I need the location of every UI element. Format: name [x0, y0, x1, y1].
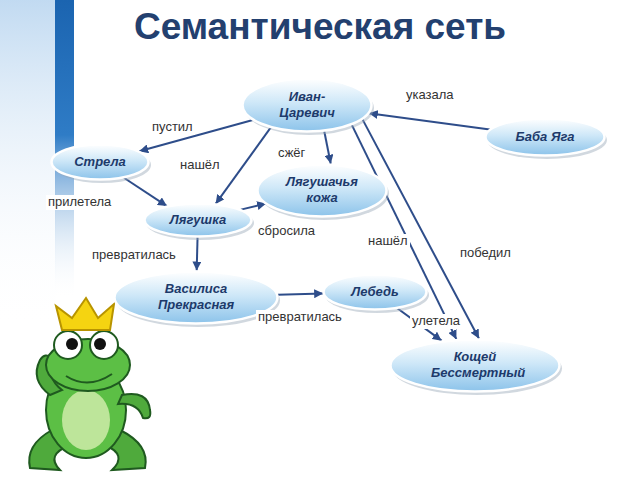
side-band — [0, 0, 56, 330]
relation-arrow — [139, 120, 253, 151]
frog-illustration — [29, 298, 150, 470]
node-label: Лягушка — [170, 212, 226, 228]
relation-arrow — [324, 131, 331, 164]
relation-label: улетела — [410, 314, 462, 329]
relation-label: нашёл — [366, 234, 410, 249]
relation-label: пустил — [150, 120, 195, 135]
relation-label: превратилась — [256, 310, 344, 325]
node-label: Иван-Царевич — [276, 89, 338, 120]
node-label: Стрела — [74, 154, 126, 170]
relation-label: сжёг — [276, 146, 307, 161]
concept-ellipse: Василиса Прекрасная — [113, 270, 279, 325]
concept-ellipse: Лягушачья кожа — [256, 163, 388, 218]
relation-label: прилетела — [46, 195, 113, 210]
relation-arrow — [241, 204, 266, 210]
node-label: Кощей Бессмертный — [431, 349, 519, 380]
concept-ellipse: Лягушка — [143, 202, 253, 238]
relation-arrow — [196, 237, 199, 271]
concept-ellipse: Лебедь — [322, 273, 428, 311]
relation-label: сбросила — [256, 224, 317, 239]
relation-label: нашёл — [178, 158, 222, 173]
relation-label: превратилась — [90, 248, 178, 263]
node-label: Лягушачья кожа — [281, 174, 363, 205]
node-label: Баба Яга — [516, 129, 575, 145]
node-label: Лебедь — [351, 284, 399, 300]
diagram-title: Семантическая сеть — [0, 6, 640, 48]
relation-arrow — [124, 178, 167, 206]
node-label: Василиса Прекрасная — [150, 281, 242, 312]
relation-label: указала — [404, 88, 456, 103]
concept-ellipse: Стрела — [50, 143, 150, 181]
relation-label: победил — [458, 246, 513, 261]
concept-ellipse: Иван-Царевич — [241, 77, 373, 133]
concept-ellipse: Кощей Бессмертный — [389, 338, 561, 393]
relation-arrow — [369, 113, 490, 129]
relation-arrow — [278, 293, 323, 294]
concept-ellipse: Баба Яга — [484, 117, 606, 157]
